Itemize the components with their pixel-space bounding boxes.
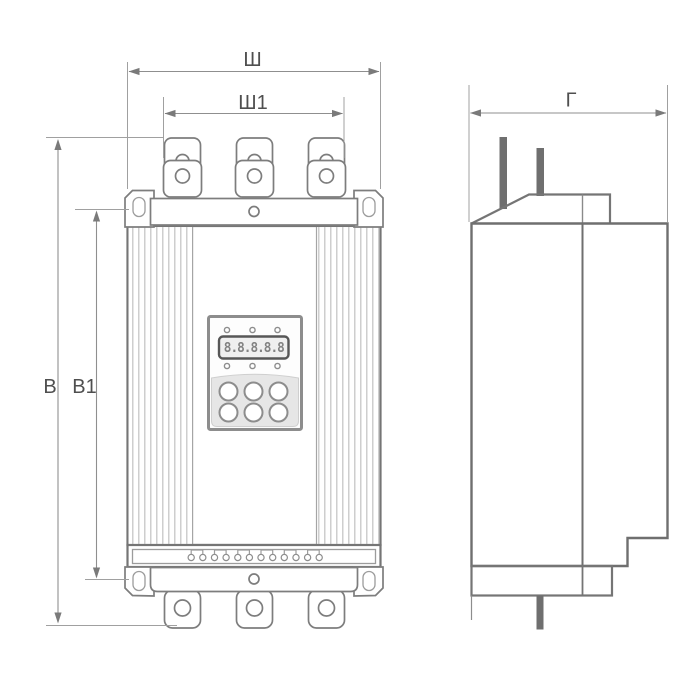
top-lug-left — [162, 137, 203, 198]
dimension-label-height: В — [43, 376, 56, 398]
seven-segment-display — [217, 335, 290, 360]
dimension-width: Ш — [127, 49, 381, 189]
keypad-button — [243, 402, 264, 423]
dimension-height-inner: В1 — [72, 209, 129, 580]
terminal-screw-row — [187, 549, 323, 562]
dimension-label-width: Ш — [243, 49, 261, 71]
bottom-lug-right — [307, 589, 346, 629]
keypad-button — [218, 402, 239, 423]
bracket-hole-bottom-center — [248, 573, 260, 585]
mount-slot-bottom-left — [132, 570, 146, 592]
mount-slot-top-left — [132, 196, 146, 218]
bottom-lug-middle — [235, 589, 274, 629]
led-icon — [249, 362, 256, 370]
led-icon — [274, 326, 281, 334]
keypad-buttons — [218, 381, 289, 423]
arrow-left-icon — [164, 109, 176, 118]
dimension-label-depth: Г — [566, 90, 577, 112]
top-terminal-lugs — [162, 137, 347, 198]
bracket-hole-top-center — [248, 205, 260, 218]
arrow-right-icon — [332, 109, 343, 118]
bottom-terminal-lugs — [163, 589, 346, 629]
arrow-left-icon — [128, 67, 140, 76]
arrow-down-icon — [92, 567, 101, 579]
led-row-bottom — [223, 362, 281, 370]
dimension-width-inner: Ш1 — [163, 92, 345, 158]
fins-left — [128, 227, 193, 544]
side-view — [470, 137, 669, 630]
dimension-label-height-inner: В1 — [72, 376, 96, 398]
top-lug-middle — [234, 137, 275, 198]
led-icon — [274, 362, 281, 370]
arrow-up-icon — [54, 139, 62, 150]
side-terminal-bar-top-right — [536, 148, 544, 196]
heatsink-body — [126, 224, 382, 547]
arrow-left-icon — [470, 109, 481, 117]
led-row-top — [223, 326, 281, 334]
led-icon — [249, 326, 256, 334]
dimension-depth: Г — [468, 85, 668, 222]
mount-slot-bottom-right — [362, 570, 376, 592]
side-bottom-section — [470, 564, 614, 597]
terminal-strip-inner — [131, 548, 377, 565]
keypad-button — [268, 381, 289, 402]
dimensions: Ш Ш1 Г В — [43, 49, 668, 626]
front-view: 8.8.8.8.8 — [124, 137, 384, 629]
side-top-hood — [471, 193, 612, 225]
keypad-button — [218, 381, 239, 402]
bottom-mounting-bracket — [124, 566, 384, 597]
display-value: 8.8.8.8.8 — [224, 341, 285, 356]
side-terminal-bar-top-left — [499, 137, 507, 209]
arrow-right-icon — [368, 67, 380, 76]
keypad-button — [268, 402, 289, 423]
dimension-height: В — [43, 137, 177, 626]
arrow-down-icon — [54, 612, 62, 624]
keypad-button — [243, 381, 264, 402]
side-terminal-bar-bottom — [536, 595, 544, 630]
arrow-up-icon — [92, 210, 101, 222]
bracket-bar-top — [149, 197, 359, 226]
mount-slot-top-right — [362, 196, 376, 218]
arrow-right-icon — [655, 109, 667, 117]
dimension-label-width-inner: Ш1 — [238, 92, 267, 114]
top-mounting-bracket — [124, 189, 384, 228]
led-icon — [223, 326, 231, 334]
fins-right — [316, 227, 380, 544]
top-lug-right — [306, 137, 347, 198]
bottom-lug-left — [163, 589, 202, 629]
led-icon — [223, 362, 231, 370]
side-body-outline — [470, 222, 669, 568]
control-terminal-strip — [126, 543, 382, 569]
control-panel: 8.8.8.8.8 — [207, 315, 303, 431]
